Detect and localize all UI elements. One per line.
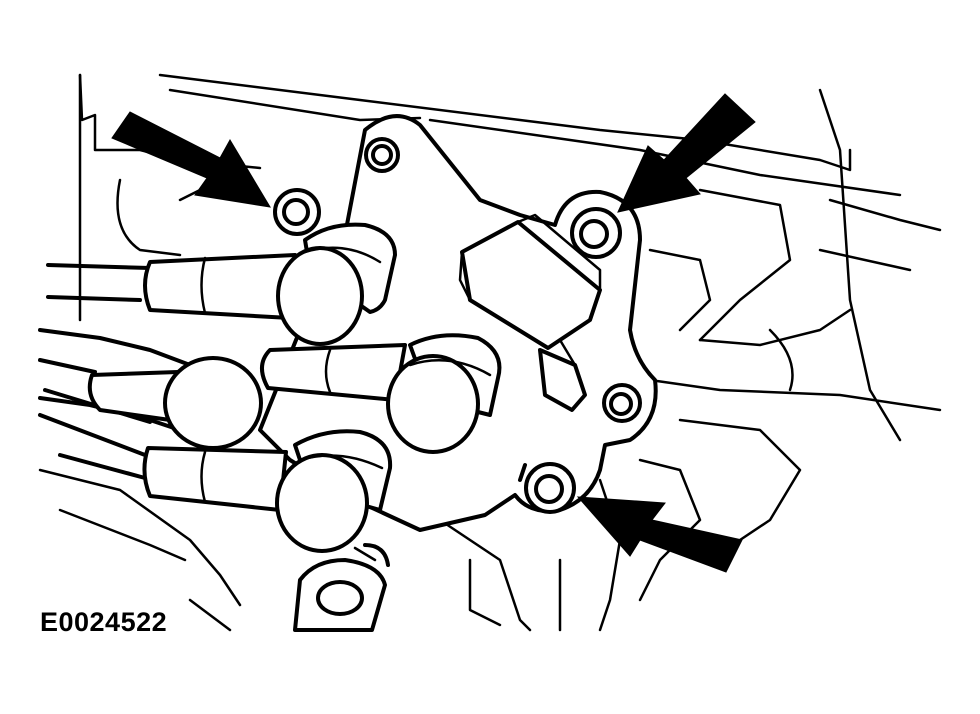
bolt-lower-right bbox=[524, 462, 576, 514]
mounting-bolts bbox=[273, 137, 642, 514]
bolt-top bbox=[364, 137, 400, 173]
lower-sensor-pipe bbox=[293, 543, 390, 632]
arrow-upper-right bbox=[617, 93, 756, 213]
lead-boot-3 bbox=[87, 356, 263, 450]
lead-boot-4 bbox=[142, 429, 393, 553]
bolt-right bbox=[602, 383, 642, 423]
engine-background-outline bbox=[38, 73, 942, 632]
bolt-upper-left bbox=[273, 188, 321, 236]
arrow-upper-left bbox=[111, 111, 271, 208]
arrow-lower-right bbox=[576, 496, 743, 573]
lead-boot-2 bbox=[260, 333, 502, 454]
bolt-upper-right bbox=[570, 207, 622, 259]
figure-code-label: E0024522 bbox=[40, 607, 168, 637]
lead-boot-1 bbox=[143, 222, 397, 346]
callout-arrows bbox=[111, 93, 756, 573]
